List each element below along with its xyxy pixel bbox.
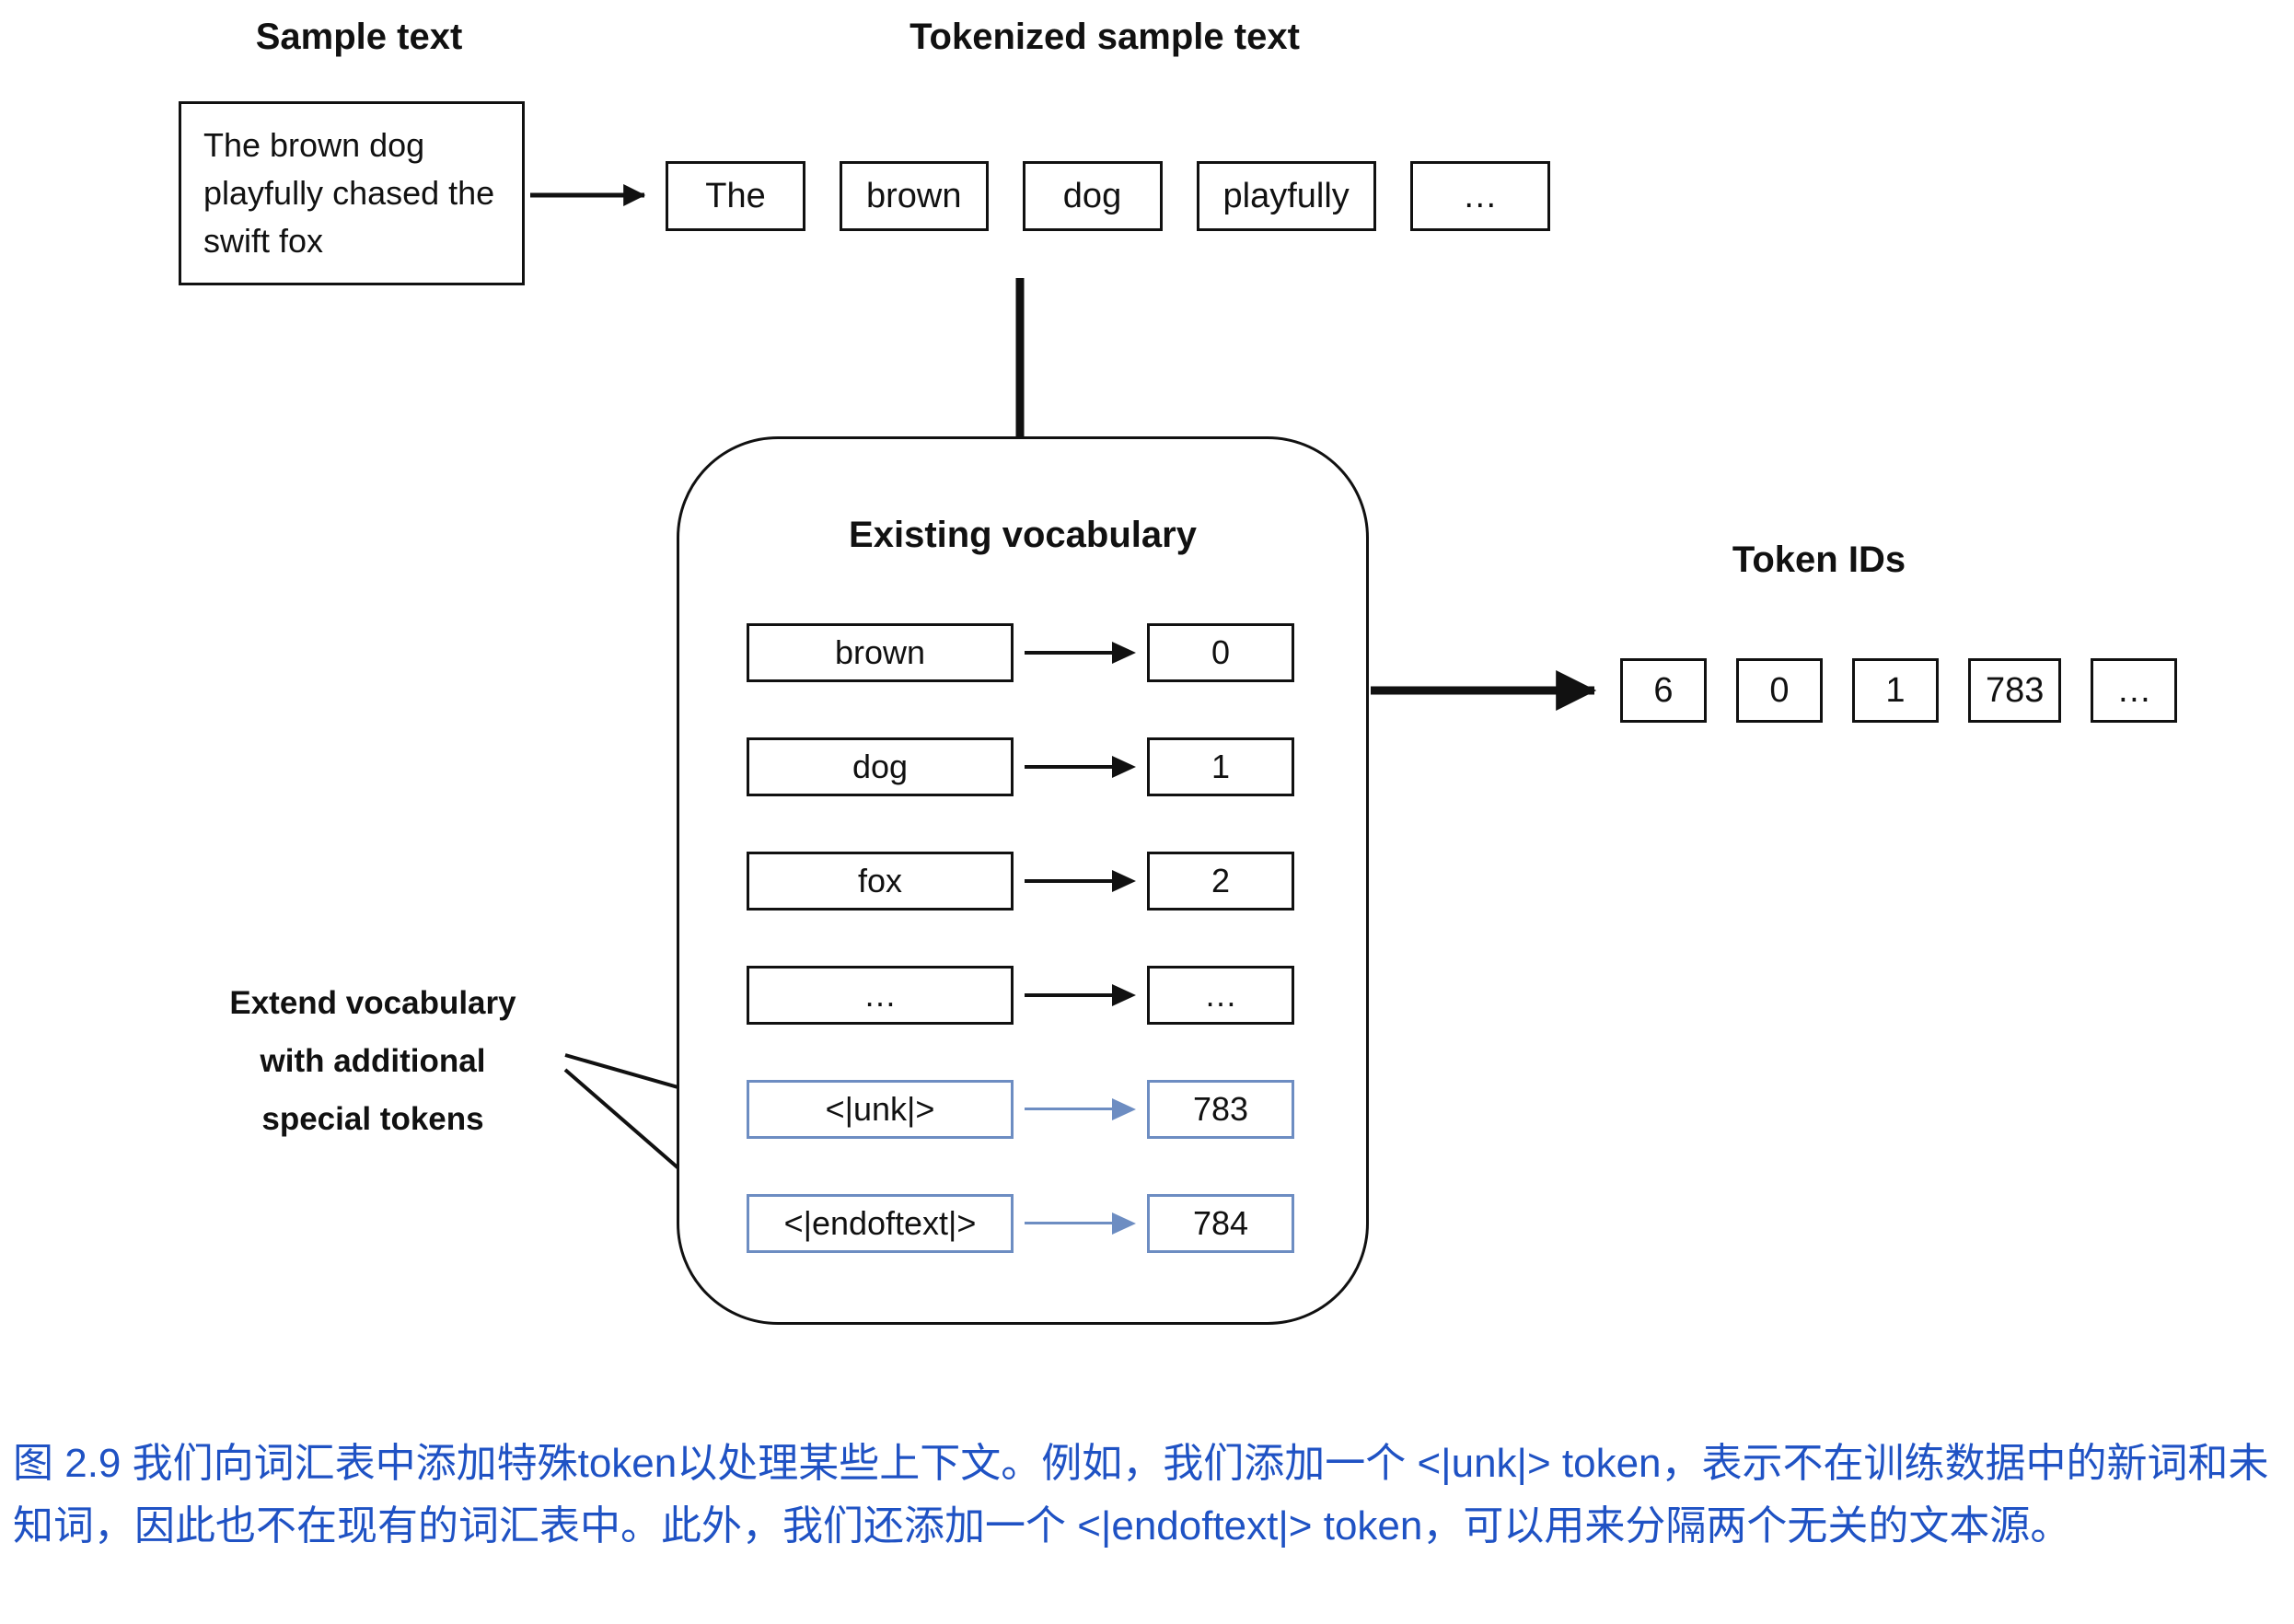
token-ids-heading: Token IDs [1732, 539, 1906, 580]
annotation-line: Extend vocabulary [229, 985, 516, 1021]
token-id-box: 783 [1968, 658, 2062, 723]
vocab-word-box: brown [747, 623, 1014, 682]
vocab-word-box: <|endoftext|> [747, 1194, 1014, 1253]
token-id-box-ellipsis: … [2091, 658, 2178, 723]
arrow-right-icon [1014, 966, 1147, 1025]
vocab-row-ellipsis: … … [747, 966, 1294, 1025]
vocab-row-dog: dog 1 [747, 737, 1294, 796]
vocab-word-box: fox [747, 852, 1014, 911]
tokenized-sample-text-heading: Tokenized sample text [909, 17, 1300, 57]
token-ids-row: 6 0 1 783 … [1620, 658, 2178, 723]
sample-text-heading: Sample text [255, 17, 463, 57]
extend-vocabulary-annotation: Extend vocabulary with additional specia… [184, 974, 562, 1148]
figure-caption: 图 2.9 我们向词汇表中添加特殊token以处理某些上下文。例如，我们添加一个… [13, 1441, 2269, 1549]
vocab-id-box: 1 [1147, 737, 1294, 796]
token-id-box: 1 [1852, 658, 1939, 723]
arrow-right-icon [1014, 623, 1147, 682]
vocab-id-box: 784 [1147, 1194, 1294, 1253]
token-id-box: 0 [1736, 658, 1823, 723]
token-box-ellipsis: … [1409, 161, 1550, 231]
arrow-right-icon [1014, 1080, 1147, 1139]
vocab-word-box: dog [747, 737, 1014, 796]
sample-text-content: The brown dog playfully chased the swift… [203, 125, 495, 261]
annotation-line: with additional [260, 1043, 486, 1079]
vocab-row-brown: brown 0 [747, 623, 1294, 682]
token-box: playfully [1196, 161, 1376, 231]
vocab-id-box: 0 [1147, 623, 1294, 682]
vocab-word-box: <|unk|> [747, 1080, 1014, 1139]
existing-vocabulary-panel: Existing vocabulary brown 0 dog 1 fox 2 … [677, 436, 1369, 1325]
sample-text-box: The brown dog playfully chased the swift… [179, 101, 525, 285]
existing-vocabulary-heading: Existing vocabulary [849, 515, 1197, 555]
token-id-box: 6 [1620, 658, 1707, 723]
vocab-row-unk-special-token: <|unk|> 783 [747, 1080, 1294, 1139]
arrow-right-icon [1014, 737, 1147, 796]
vocab-word-box: … [747, 966, 1014, 1025]
vocab-id-box: 783 [1147, 1080, 1294, 1139]
tokenized-text-row: The brown dog playfully … [666, 161, 1550, 231]
vocab-row-fox: fox 2 [747, 852, 1294, 911]
arrow-right-icon [1014, 852, 1147, 911]
annotation-line: special tokens [261, 1101, 484, 1137]
vocabulary-rows: brown 0 dog 1 fox 2 … … <|unk|> [747, 623, 1294, 1253]
token-box: The [666, 161, 805, 231]
vocab-row-endoftext-special-token: <|endoftext|> 784 [747, 1194, 1294, 1253]
vocab-id-box: 2 [1147, 852, 1294, 911]
token-box: dog [1022, 161, 1163, 231]
vocab-id-box: … [1147, 966, 1294, 1025]
token-box: brown [840, 161, 989, 231]
arrow-right-icon [1014, 1194, 1147, 1253]
